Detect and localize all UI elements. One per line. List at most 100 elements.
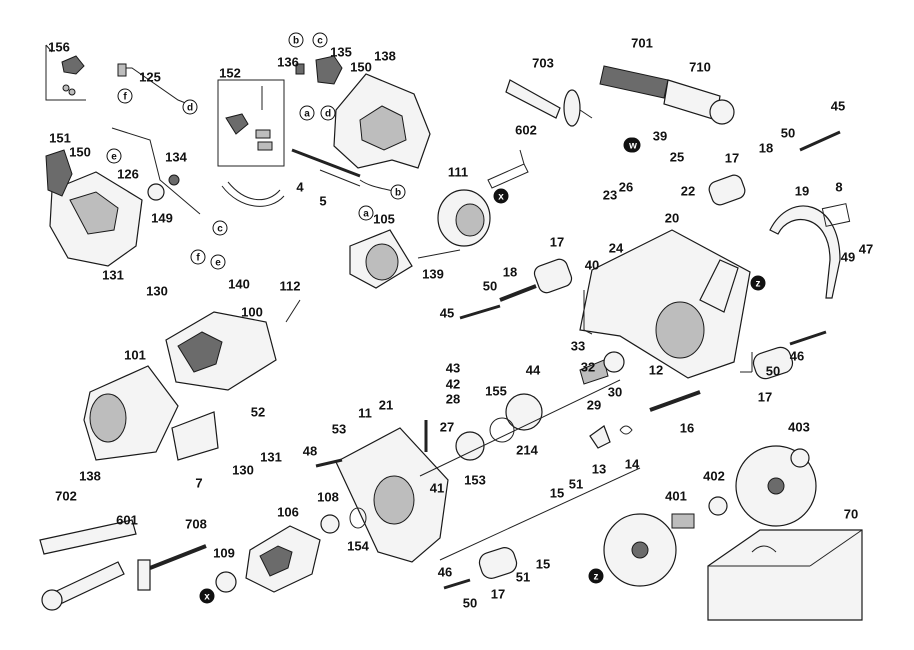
- marker-label: z: [756, 279, 761, 290]
- part-number-label: 21: [379, 398, 393, 413]
- part-number-label: 109: [213, 546, 235, 561]
- part-number-label: 138: [374, 49, 396, 64]
- part-number-label: 46: [790, 349, 804, 364]
- marker-label: d: [187, 103, 193, 114]
- part-number-label: 150: [350, 60, 372, 75]
- marker-label: b: [395, 188, 401, 199]
- marker-label: c: [317, 36, 323, 47]
- marker-circle: [588, 568, 604, 584]
- marker-label: x: [498, 192, 504, 203]
- marker-label: b: [293, 36, 299, 47]
- part-number-label: 70: [844, 507, 858, 522]
- part-number-label: 40: [585, 258, 599, 273]
- part-number-label: 15: [536, 557, 550, 572]
- part-number-label: 149: [151, 211, 173, 226]
- part-number-label: 42: [446, 377, 460, 392]
- part-number-label: 101: [124, 348, 146, 363]
- marker-label: z: [594, 572, 599, 583]
- part-number-label: 702: [55, 489, 77, 504]
- marker-circle: [358, 205, 374, 221]
- part-number-label: 17: [725, 151, 739, 166]
- part-number-label: 18: [759, 141, 773, 156]
- part-number-label: 151: [49, 131, 71, 146]
- part-number-label: 125: [139, 70, 161, 85]
- part-number-label: 106: [277, 505, 299, 520]
- part-number-label: 17: [491, 587, 505, 602]
- part-number-label: 214: [516, 443, 538, 458]
- part-number-label: 45: [440, 306, 454, 321]
- part-number-label: 401: [665, 489, 687, 504]
- part-number-label: 22: [681, 184, 695, 199]
- part-number-label: 134: [165, 150, 187, 165]
- marker-label: x: [204, 592, 210, 603]
- part-number-label: 155: [485, 384, 507, 399]
- marker-circle: [750, 275, 766, 291]
- part-number-label: 710: [689, 60, 711, 75]
- part-number-label: 51: [569, 477, 583, 492]
- part-number-label: 28: [446, 392, 460, 407]
- part-number-label: 708: [185, 517, 207, 532]
- marker-circle: [493, 188, 509, 204]
- part-number-label: 49: [841, 250, 855, 265]
- part-number-label: 46: [438, 565, 452, 580]
- part-number-label: 139: [422, 267, 444, 282]
- part-number-label: 701: [631, 36, 653, 51]
- part-number-label: 13: [592, 462, 606, 477]
- part-number-label: 43: [446, 361, 460, 376]
- marker-label: e: [111, 152, 117, 163]
- part-number-label: 126: [117, 167, 139, 182]
- part-number-label: 15: [550, 486, 564, 501]
- part-number-label: 26: [619, 180, 633, 195]
- part-number-label: 8: [835, 180, 842, 195]
- marker-circle: [210, 254, 226, 270]
- marker-label: c: [217, 224, 223, 235]
- part-number-label: 153: [464, 473, 486, 488]
- part-number-label: 52: [251, 405, 265, 420]
- marker-circle: [320, 105, 336, 121]
- part-number-label: 33: [571, 339, 585, 354]
- marker-label: a: [304, 109, 310, 120]
- marker-circle: [182, 99, 198, 115]
- part-number-label: 135: [330, 45, 352, 60]
- part-number-label: 105: [373, 212, 395, 227]
- marker-circle: [299, 105, 315, 121]
- part-number-label: 23: [603, 188, 617, 203]
- marker-label: w: [628, 141, 637, 152]
- part-number-label: 45: [831, 99, 845, 114]
- part-number-label: 136: [277, 55, 299, 70]
- part-number-label: 111: [448, 165, 468, 180]
- part-number-label: 108: [317, 490, 339, 505]
- part-number-label: 140: [228, 277, 250, 292]
- marker-circle: [117, 88, 133, 104]
- marker-circle: [212, 220, 228, 236]
- part-number-label: 7: [195, 476, 202, 491]
- part-number-label: 48: [303, 444, 317, 459]
- part-number-label: 11: [358, 406, 372, 421]
- part-number-label: 24: [609, 241, 624, 256]
- marker-circle: [106, 148, 122, 164]
- marker-circle: [288, 32, 304, 48]
- part-number-label: 50: [483, 279, 497, 294]
- part-number-label: 5: [319, 194, 326, 209]
- part-shapes: [39, 44, 863, 621]
- marker-label: d: [325, 109, 331, 120]
- part-number-label: 130: [232, 463, 254, 478]
- part-number-label: 19: [795, 184, 809, 199]
- part-number-label: 25: [670, 150, 684, 165]
- part-number-label: 50: [781, 126, 795, 141]
- marker-label: f: [196, 253, 200, 264]
- part-number-label: 30: [608, 385, 622, 400]
- marker-circle: [312, 32, 328, 48]
- part-number-label: 602: [515, 123, 537, 138]
- part-number-label: 152: [219, 66, 241, 81]
- part-number-label: 50: [463, 596, 477, 611]
- part-number-label: 130: [146, 284, 168, 299]
- part-number-label: 100: [241, 305, 263, 320]
- part-number-label: 32: [581, 360, 595, 375]
- part-number-label: 703: [532, 56, 554, 71]
- part-number-label: 53: [332, 422, 346, 437]
- part-number-label: 18: [503, 265, 517, 280]
- marker-label: f: [123, 92, 127, 103]
